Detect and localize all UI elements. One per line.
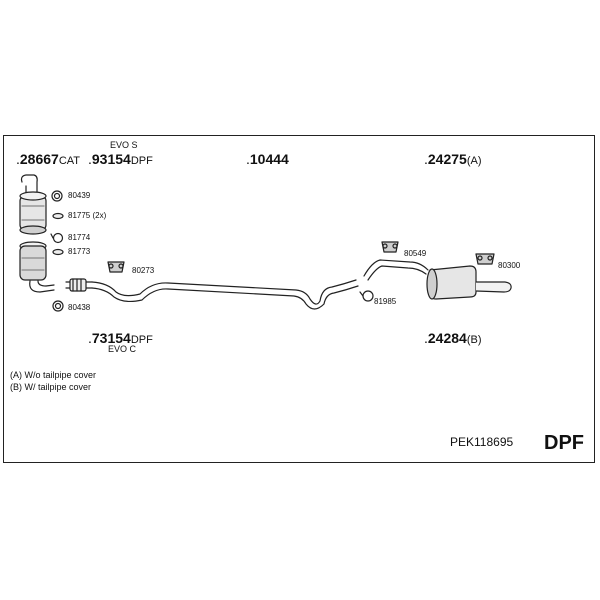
diagram-frame [3,135,595,463]
clamp-81985-icon [359,290,374,302]
set-reference-number: PEK118695 [450,435,514,449]
hanger-80300-icon [475,253,495,265]
part-label-80438: 80438 [68,303,91,312]
variant-label-evo-s: EVO S [110,140,138,150]
part-label-81773: 81773 [68,247,91,256]
hanger-80549-icon [381,241,399,253]
clamp-80439-icon [51,190,63,202]
part-number-28667: .28667CAT [16,151,81,167]
front-pipe-drawing [65,278,359,310]
part-number-24275: .24275(A) [424,151,482,167]
gasket-81773-icon [52,248,64,256]
catalytic-converter-drawing [19,174,47,235]
part-number-73154: .73154DPF [88,330,153,346]
dpf-filter-drawing [19,241,55,293]
part-label-80273: 80273 [132,266,155,275]
part-label-80439: 80439 [68,191,91,200]
set-type-label: DPF [544,432,584,454]
note-a: (A) W/o tailpipe cover [10,370,97,380]
part-number-10444: .10444 [246,151,289,167]
part-label-80549: 80549 [404,249,427,258]
variant-label-evo-c: EVO C [108,344,137,354]
part-label-81985: 81985 [374,297,397,306]
clamp-80438-icon [52,300,64,312]
part-number-93154: .93154DPF [88,151,153,167]
part-label-80300: 80300 [498,261,521,270]
part-label-81774: 81774 [68,233,91,242]
clamp-81774-icon [50,232,64,244]
part-number-24284: .24284(B) [424,330,482,346]
part-label-81775: 81775 (2x) [68,211,107,220]
note-b: (B) W/ tailpipe cover [10,382,92,392]
hanger-80273-icon [107,261,125,273]
gasket-81775-icon [52,212,64,220]
rear-muffler-drawing [426,265,512,300]
rear-pipe-drawing [363,259,429,281]
